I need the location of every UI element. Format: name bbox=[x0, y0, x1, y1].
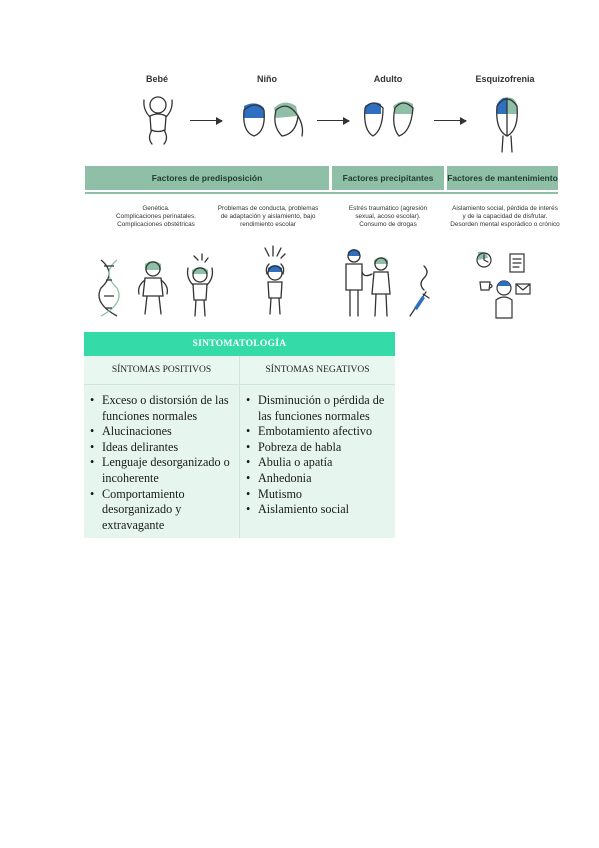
list-item: Mutismo bbox=[246, 487, 395, 503]
list-item: Exceso o distorsión de las funciones nor… bbox=[90, 393, 239, 424]
syringe-smoke-icon bbox=[409, 265, 430, 317]
stage-label-bebe: Bebé bbox=[145, 74, 168, 84]
negative-column: Disminución o pérdida de las funciones n… bbox=[240, 385, 395, 538]
table-body: Exceso o distorsión de las funciones nor… bbox=[84, 385, 395, 538]
arrow-3 bbox=[434, 116, 467, 125]
bar-underline bbox=[85, 192, 558, 194]
pregnant-woman-icon bbox=[137, 261, 169, 315]
arrow-2 bbox=[317, 116, 350, 125]
distressed-child-icon bbox=[186, 253, 214, 317]
list-item: Pobreza de habla bbox=[246, 440, 395, 456]
desc-genetica: Genética. Complicaciones perinatales. Co… bbox=[116, 205, 196, 228]
adults-conflict-icon bbox=[345, 249, 391, 317]
list-item: Comportamiento desorganizado y extravaga… bbox=[90, 487, 239, 534]
list-item: Aislamiento social bbox=[246, 502, 395, 518]
positive-column: Exceso o distorsión de las funciones nor… bbox=[84, 385, 240, 538]
stage-label-nino: Niño bbox=[257, 74, 277, 84]
stressed-child-icon bbox=[264, 245, 286, 315]
list-item: Ideas delirantes bbox=[90, 440, 239, 456]
list-item: Alucinaciones bbox=[90, 424, 239, 440]
schizophrenia-head-icon bbox=[496, 97, 518, 153]
list-item: Embotamiento afectivo bbox=[246, 424, 395, 440]
positive-header: SÍNTOMAS POSITIVOS bbox=[84, 356, 240, 384]
bar-precipitantes: Factores precipitantes bbox=[332, 166, 444, 190]
desc-estres: Estrés traumático (agresión sexual, acos… bbox=[348, 205, 428, 228]
desc-conducta: Problemas de conducta, problemas de adap… bbox=[217, 205, 319, 228]
adult-heads-icon bbox=[364, 101, 414, 137]
table-header-row: SÍNTOMAS POSITIVOS SÍNTOMAS NEGATIVOS bbox=[84, 356, 395, 385]
isolation-icons bbox=[476, 251, 531, 319]
arrow-1 bbox=[190, 116, 223, 125]
stage-label-esquizofrenia: Esquizofrenia bbox=[475, 74, 535, 84]
list-item: Lenguaje desorganizado o incoherente bbox=[90, 455, 239, 486]
symptoms-table: SINTOMATOLOGÍA SÍNTOMAS POSITIVOS SÍNTOM… bbox=[84, 332, 395, 538]
list-item: Abulia o apatía bbox=[246, 455, 395, 471]
stage-label-adulto: Adulto bbox=[373, 74, 403, 84]
desc-aislamiento: Aislamiento social, pérdida de interés y… bbox=[450, 205, 560, 228]
child-heads-icon bbox=[243, 102, 304, 137]
bar-mantenimiento: Factores de mantenimiento bbox=[447, 166, 558, 190]
negative-header: SÍNTOMAS NEGATIVOS bbox=[265, 365, 370, 375]
baby-figure-icon bbox=[143, 96, 173, 145]
bar-predisposicion: Factores de predisposición bbox=[85, 166, 329, 190]
list-item: Anhedonia bbox=[246, 471, 395, 487]
dna-icon bbox=[98, 259, 120, 317]
list-item: Disminución o pérdida de las funciones n… bbox=[246, 393, 395, 424]
table-title: SINTOMATOLOGÍA bbox=[84, 332, 395, 356]
